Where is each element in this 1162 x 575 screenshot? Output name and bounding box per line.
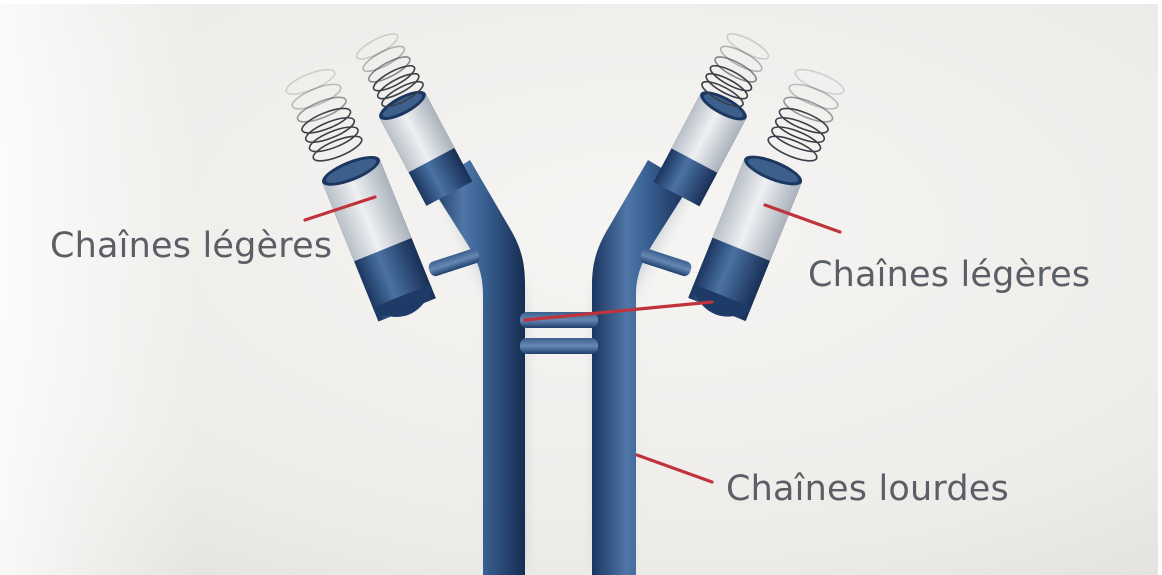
light-glare	[0, 0, 200, 575]
label-heavy-chains: Chaînes lourdes	[726, 469, 1009, 509]
label-light-chains-right: Chaînes légères	[808, 255, 1090, 295]
disulfide-bridge-lower	[520, 338, 598, 354]
label-light-chains-left: Chaînes légères	[50, 226, 332, 266]
